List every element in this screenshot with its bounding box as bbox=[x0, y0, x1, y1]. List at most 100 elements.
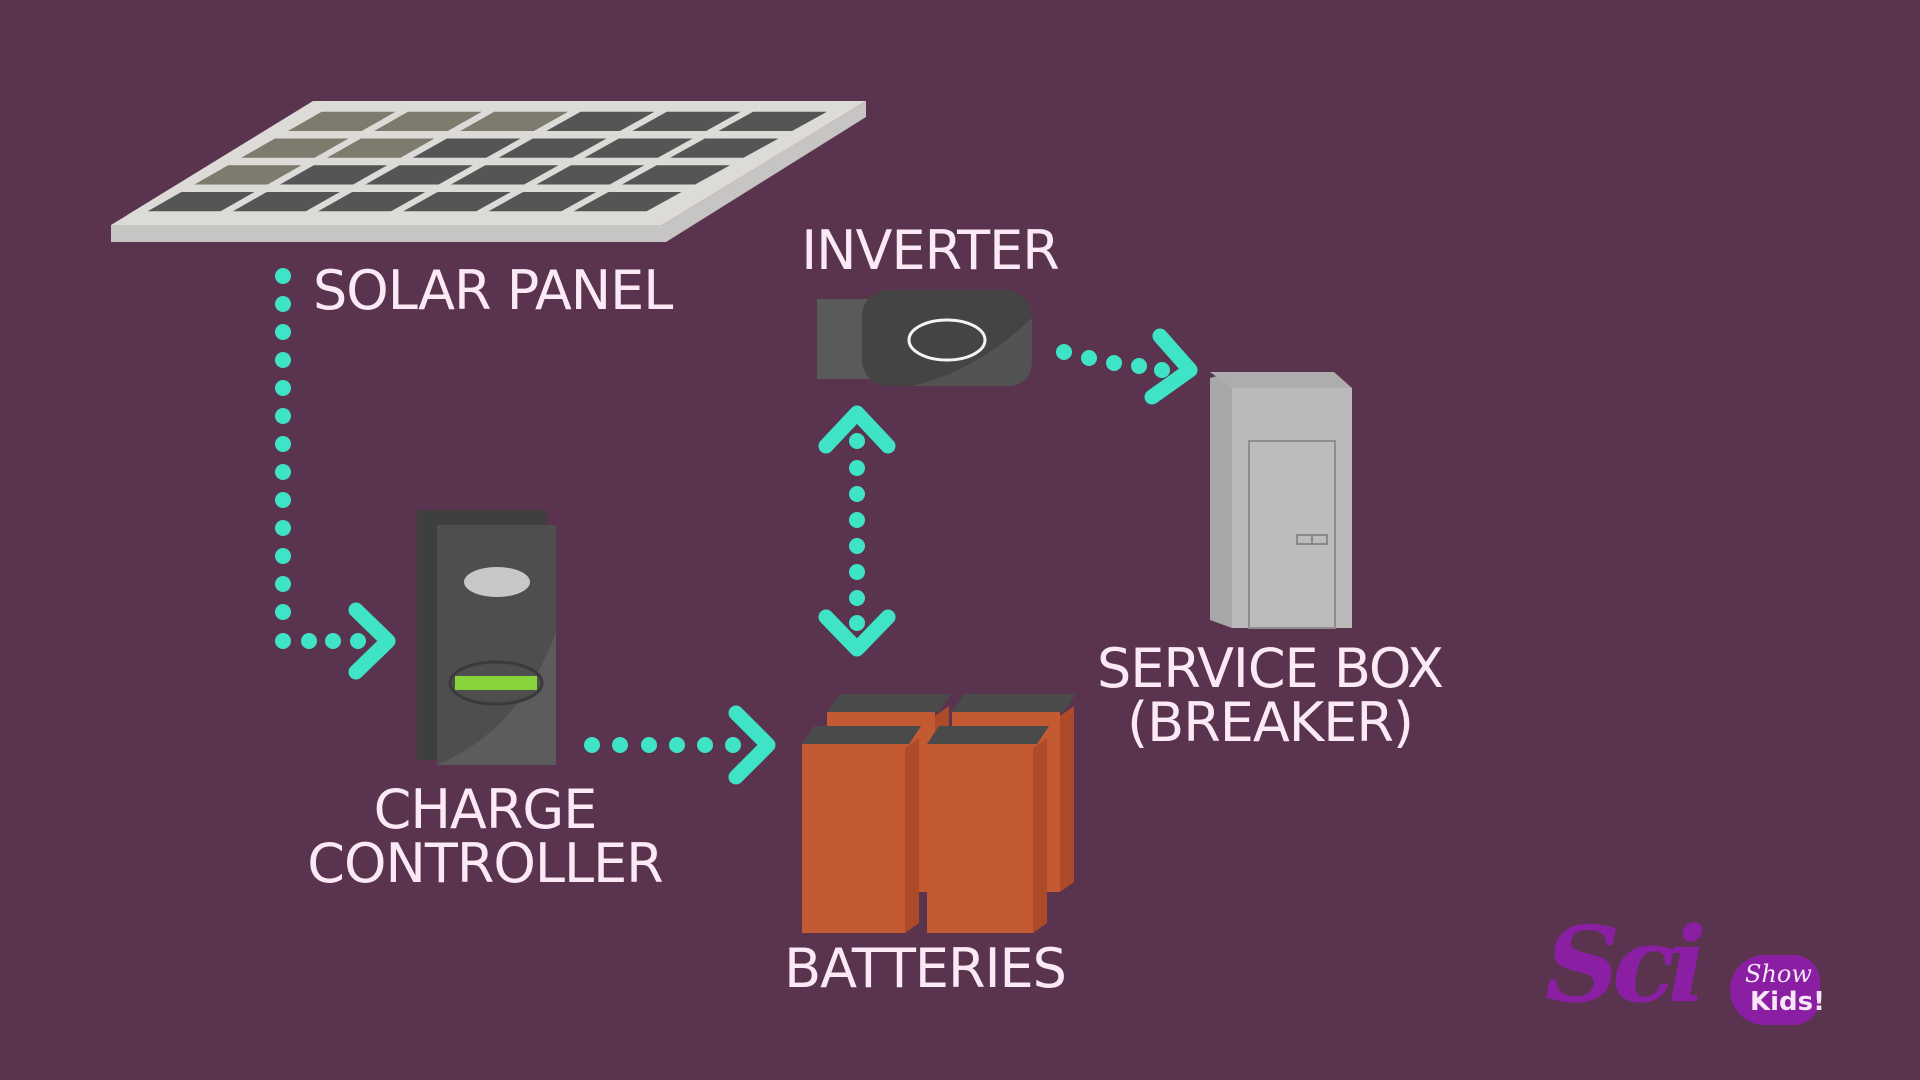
logo-badge bbox=[1730, 955, 1820, 1025]
battery-cap bbox=[802, 726, 921, 744]
arrow-dot bbox=[849, 590, 865, 606]
battery-cap bbox=[827, 694, 951, 712]
arrow-dot bbox=[1106, 355, 1122, 371]
arrow-dot bbox=[325, 633, 341, 649]
arrow-dot bbox=[1131, 358, 1147, 374]
solar-cell bbox=[403, 191, 511, 212]
solar-cell bbox=[147, 191, 255, 212]
arrow-dot bbox=[275, 408, 291, 424]
charge-controller-shine bbox=[437, 632, 556, 765]
solar-cell bbox=[584, 138, 693, 158]
arrow-dot bbox=[849, 564, 865, 580]
solar-cell bbox=[460, 111, 569, 132]
arrow-dot bbox=[275, 604, 291, 620]
arrow-dot bbox=[275, 548, 291, 564]
inverter-label-text: INVERTER bbox=[801, 219, 1060, 282]
arrow-dot bbox=[725, 737, 741, 753]
solar-cell bbox=[536, 165, 645, 185]
inverter-icon bbox=[817, 290, 1032, 386]
battery-side bbox=[1060, 706, 1074, 892]
inverter-display bbox=[907, 318, 987, 362]
solar-panel-label: SOLAR PANEL bbox=[313, 259, 673, 322]
arrow-dot bbox=[275, 296, 291, 312]
solar-cell bbox=[450, 165, 559, 185]
arrow-head bbox=[728, 705, 776, 785]
arrow-dot bbox=[275, 492, 291, 508]
solar-cell bbox=[488, 191, 597, 212]
battery-cap bbox=[952, 694, 1076, 712]
charge-controller-label-line1: CHARGE bbox=[373, 778, 598, 841]
solar-cell bbox=[573, 191, 682, 212]
solar-cell bbox=[241, 138, 349, 158]
arrow-dot bbox=[275, 464, 291, 480]
service-box-top bbox=[1210, 372, 1352, 388]
solar-cell bbox=[546, 111, 655, 132]
batteries-label-text: BATTERIES bbox=[784, 937, 1067, 1000]
battery-body bbox=[802, 744, 905, 933]
arrow-dot bbox=[849, 486, 865, 502]
arrow-dot bbox=[1154, 362, 1170, 378]
batteries-label: BATTERIES bbox=[780, 942, 1070, 996]
logo-sci-text: Sci bbox=[1545, 903, 1707, 1026]
arrow-dot bbox=[849, 512, 865, 528]
charge-controller-icon bbox=[417, 510, 556, 765]
battery-body bbox=[927, 744, 1033, 933]
solar-cell bbox=[327, 138, 435, 158]
solar-panel-icon bbox=[111, 101, 866, 242]
arrow-dot bbox=[849, 433, 865, 449]
solar-cell bbox=[318, 191, 426, 212]
arrow-dot bbox=[275, 352, 291, 368]
solar-cell bbox=[365, 165, 473, 185]
arrow-dot bbox=[301, 633, 317, 649]
arrow-dot bbox=[849, 460, 865, 476]
service-box-icon bbox=[1210, 372, 1352, 629]
solar-cell bbox=[412, 138, 521, 158]
charge-controller-label-line2: CONTROLLER bbox=[307, 832, 663, 895]
arrow-dot bbox=[697, 737, 713, 753]
solar-cell bbox=[632, 111, 741, 132]
arrow-dot bbox=[641, 737, 657, 753]
arrow-dot bbox=[1081, 350, 1097, 366]
arrow-head bbox=[1144, 328, 1198, 405]
arrow-dot bbox=[275, 633, 291, 649]
arrow-dot bbox=[275, 436, 291, 452]
inverter-label: INVERTER bbox=[800, 224, 1060, 278]
arrow-dot bbox=[275, 324, 291, 340]
charge-controller-display bbox=[464, 567, 530, 597]
arrow-head bbox=[348, 602, 396, 680]
solar-cell bbox=[621, 165, 731, 185]
solar-cell bbox=[670, 138, 779, 158]
arrow-dot bbox=[275, 576, 291, 592]
arrow-dot bbox=[669, 737, 685, 753]
solar-panel-label-text: SOLAR PANEL bbox=[313, 259, 673, 322]
arrow-dot bbox=[849, 538, 865, 554]
arrow-dot bbox=[584, 737, 600, 753]
arrow-dot bbox=[350, 633, 366, 649]
arrow-dot bbox=[1056, 344, 1072, 360]
solar-cell bbox=[374, 111, 482, 132]
service-box-label: SERVICE BOX (BREAKER) bbox=[1095, 642, 1445, 750]
arrow-dot bbox=[275, 520, 291, 536]
service-box-side bbox=[1210, 372, 1232, 628]
battery-side bbox=[905, 738, 919, 933]
solar-cell bbox=[287, 111, 396, 132]
arrow-head bbox=[818, 405, 896, 454]
scishow-kids-logo: Sci Show Kids! bbox=[1545, 905, 1825, 1035]
solar-panel-cells bbox=[147, 111, 827, 212]
logo-show-text: Show bbox=[1745, 960, 1812, 988]
solar-cell bbox=[498, 138, 607, 158]
charge-controller-indicator bbox=[455, 676, 537, 690]
battery-side bbox=[1033, 738, 1047, 933]
charge-controller-label: CHARGE CONTROLLER bbox=[290, 783, 680, 891]
solar-panel-frame-side bbox=[111, 101, 866, 242]
arrow-dot bbox=[849, 615, 865, 631]
arrow-dot bbox=[612, 737, 628, 753]
batteries-icon bbox=[802, 694, 1076, 933]
logo-kids-text: Kids! bbox=[1750, 987, 1826, 1017]
inverter-shine bbox=[912, 318, 1032, 386]
flow-arrows bbox=[275, 268, 1198, 785]
solar-cell bbox=[232, 191, 340, 212]
battery-cap bbox=[927, 726, 1049, 744]
solar-cell bbox=[279, 165, 388, 185]
